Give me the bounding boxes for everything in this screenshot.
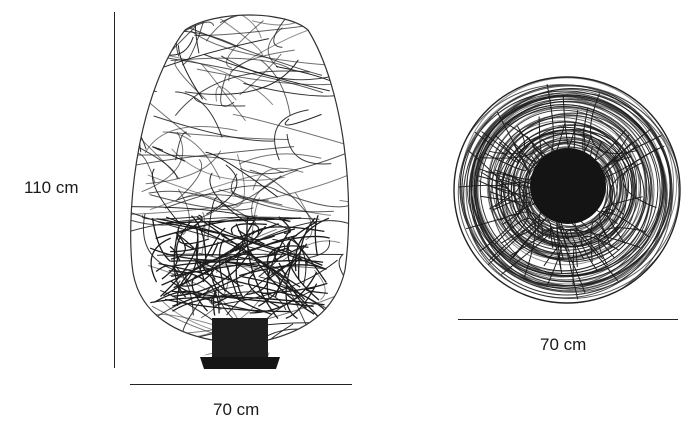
side-width-label: 70 cm bbox=[213, 400, 260, 419]
height-dimension-line bbox=[114, 12, 115, 368]
lamp-center bbox=[530, 148, 606, 224]
height-label: 110 cm bbox=[24, 178, 79, 197]
side-width-dimension-line bbox=[130, 384, 352, 385]
top-width-dimension-line bbox=[458, 319, 678, 320]
top-width-label: 70 cm bbox=[540, 335, 587, 354]
